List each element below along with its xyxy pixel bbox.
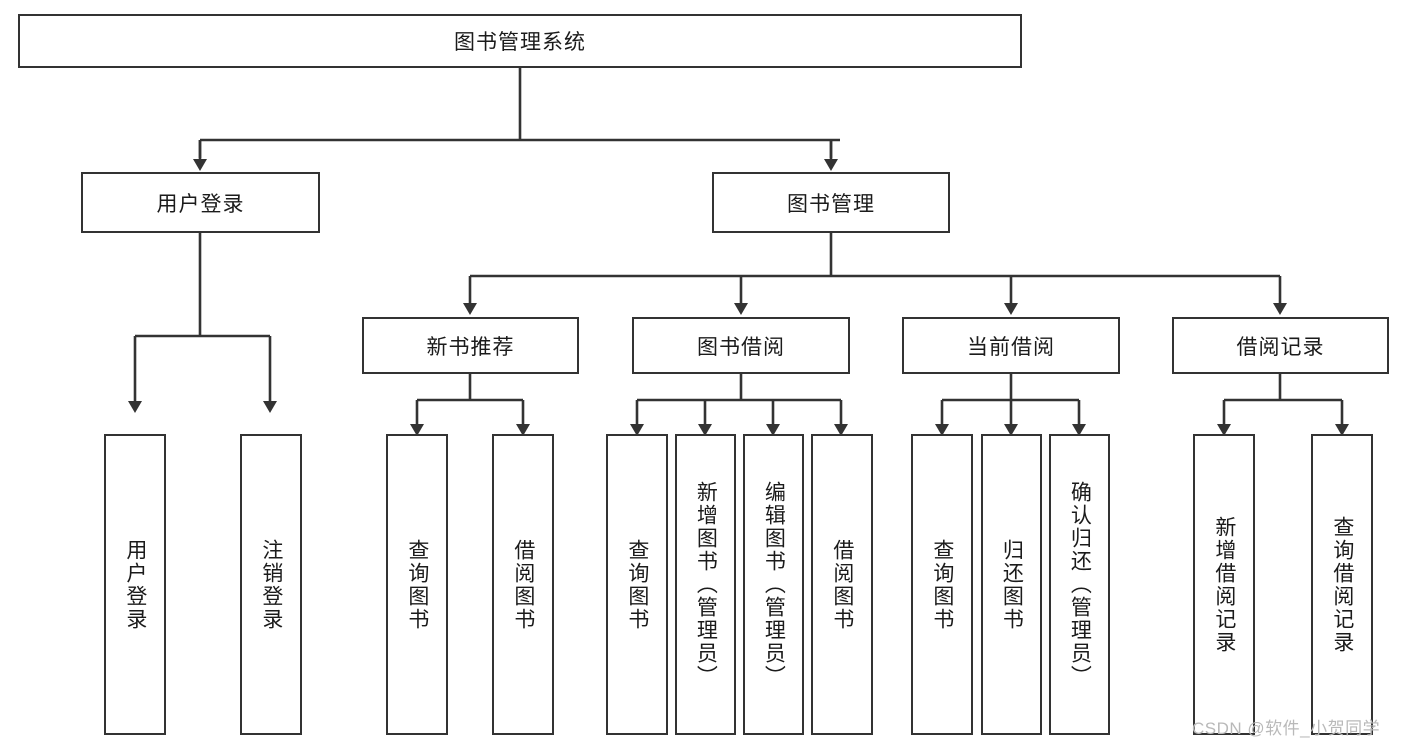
leaf-label: 新增图书（管理员） [694, 481, 718, 688]
leaf-label: 查询图书 [405, 538, 429, 631]
leaf-current-borrow-return-book[interactable]: 归还图书 [981, 434, 1042, 735]
node-book-borrow[interactable]: 图书借阅 [632, 317, 850, 374]
leaf-label: 注销登录 [259, 538, 283, 631]
node-label: 用户登录 [156, 192, 245, 216]
leaf-label: 用户登录 [123, 538, 147, 631]
leaf-borrow-record-query-record[interactable]: 查询借阅记录 [1311, 434, 1373, 735]
node-user-login[interactable]: 用户登录 [81, 172, 320, 233]
leaf-label: 编辑图书（管理员） [762, 481, 786, 688]
leaf-label: 查询图书 [930, 538, 954, 631]
node-borrow-record[interactable]: 借阅记录 [1172, 317, 1389, 374]
csdn-watermark: CSDN @软件_小贺同学 [1192, 714, 1380, 739]
node-label: 图书管理系统 [454, 31, 586, 54]
leaf-borrow-record-add-record[interactable]: 新增借阅记录 [1193, 434, 1255, 735]
leaf-current-borrow-query-book[interactable]: 查询图书 [911, 434, 973, 735]
node-label: 图书管理 [787, 192, 875, 216]
leaf-label: 归还图书 [1000, 538, 1024, 631]
leaf-label: 新增借阅记录 [1212, 515, 1236, 654]
node-label: 新书推荐 [426, 335, 515, 359]
leaf-book-borrow-query-book[interactable]: 查询图书 [606, 434, 668, 735]
watermark-text: CSDN @软件_小贺同学 [1192, 719, 1381, 738]
leaf-new-book-borrow-book[interactable]: 借阅图书 [492, 434, 554, 735]
leaf-label: 借阅图书 [511, 538, 535, 631]
leaf-label: 查询借阅记录 [1330, 515, 1354, 654]
leaf-user-login-login[interactable]: 用户登录 [104, 434, 166, 735]
leaf-label: 查询图书 [625, 538, 649, 631]
leaf-book-borrow-add-book-admin[interactable]: 新增图书（管理员） [675, 434, 736, 735]
leaf-new-book-query-book[interactable]: 查询图书 [386, 434, 448, 735]
node-label: 借阅记录 [1236, 335, 1325, 359]
node-new-book-recommend[interactable]: 新书推荐 [362, 317, 579, 374]
node-book-management[interactable]: 图书管理 [712, 172, 950, 233]
leaf-label: 确认归还（管理员） [1068, 481, 1092, 688]
node-current-borrow[interactable]: 当前借阅 [902, 317, 1120, 374]
leaf-book-borrow-edit-book-admin[interactable]: 编辑图书（管理员） [743, 434, 804, 735]
leaf-current-borrow-confirm-return-admin[interactable]: 确认归还（管理员） [1049, 434, 1110, 735]
leaf-user-login-logout[interactable]: 注销登录 [240, 434, 302, 735]
leaf-book-borrow-borrow-book[interactable]: 借阅图书 [811, 434, 873, 735]
node-label: 当前借阅 [967, 335, 1055, 359]
node-root-book-management-system[interactable]: 图书管理系统 [18, 14, 1022, 68]
node-label: 图书借阅 [697, 335, 785, 359]
leaf-label: 借阅图书 [830, 538, 854, 631]
